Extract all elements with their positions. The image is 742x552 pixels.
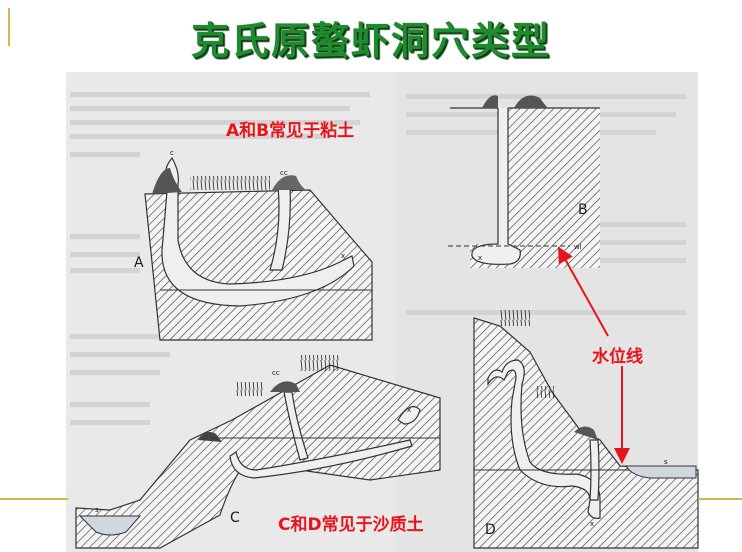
figure-a-soil — [144, 189, 373, 341]
figure-b-burrow — [471, 108, 521, 265]
ghost-text-line — [70, 234, 140, 239]
figure-c-x-label: x — [407, 406, 411, 414]
figure-a: A c cc x — [134, 149, 373, 341]
ghost-text-line — [70, 92, 370, 97]
figure-d-letter: D — [485, 522, 496, 538]
figure-c-stream — [78, 515, 142, 536]
ghost-text-line — [70, 252, 140, 257]
figure-c-cc-label: cc — [272, 369, 280, 377]
figure-c-grass — [300, 355, 340, 371]
figure-d-burrow — [487, 359, 601, 519]
footer-rule-right — [698, 498, 742, 500]
figure-c-grass-left — [236, 382, 264, 396]
ghost-text-line — [70, 152, 140, 157]
figure-d-s-label: s — [664, 458, 668, 466]
figure-a-side-tunnel — [269, 185, 291, 271]
figure-b-letter: B — [578, 202, 588, 218]
figure-c-vertical-tunnel — [283, 391, 309, 461]
ghost-text-line — [70, 334, 180, 339]
figure-c-s-label: s — [95, 506, 99, 514]
ghost-text-line — [406, 94, 686, 99]
ghost-text-line — [70, 370, 160, 375]
water-line-arrow-upper — [558, 246, 609, 337]
figure-d-grass-lower — [536, 386, 554, 398]
figure-d-stream — [625, 465, 697, 479]
figure-c: C cc x s — [75, 355, 441, 549]
ghost-text-line — [70, 120, 360, 125]
ghost-text-line — [536, 240, 686, 245]
ghost-text-line — [70, 268, 140, 273]
figure-c-left-mound — [198, 432, 222, 442]
ghost-text-line — [406, 310, 686, 315]
ghost-text-line — [70, 420, 150, 425]
figure-a-grass — [190, 176, 270, 190]
figure-d: D x s — [473, 310, 699, 549]
ghost-text-line — [70, 134, 330, 139]
figure-c-chamber — [397, 406, 421, 425]
figure-b-wl-label: wl — [574, 243, 582, 251]
figure-c-cc-mound — [270, 381, 300, 392]
figure-d-x-label: x — [590, 520, 594, 528]
figure-a-burrow — [161, 156, 355, 307]
figure-a-chimney-mound — [152, 168, 182, 194]
annotation-cd-sandy: C和D常见于沙质土 — [278, 515, 424, 535]
slide-title: 克氏原螯虾洞穴类型 — [190, 18, 551, 63]
figure-a-letter: A — [134, 255, 144, 271]
figure-b: B x wl — [448, 95, 600, 268]
figure-a-cc-label: cc — [280, 169, 288, 177]
ghost-text-line — [536, 222, 686, 227]
ghost-text-line — [70, 402, 150, 407]
figure-b-x-label: x — [478, 254, 482, 262]
ghost-text-line — [536, 258, 686, 263]
ghost-text-line — [70, 106, 350, 111]
figure-c-main-tunnel — [229, 439, 413, 479]
figure-b-chimney-left — [482, 95, 498, 108]
figure-c-letter: C — [230, 510, 240, 526]
title-accent-bar — [8, 8, 10, 46]
figure-a-cc-mound — [272, 175, 306, 190]
figure-d-mound — [574, 426, 598, 440]
figure-a-x-label: x — [341, 252, 345, 260]
footer-rule-left — [0, 498, 68, 500]
annotation-water-line: 水位线 — [592, 347, 643, 367]
annotation-ab-clay: A和B常见于粘土 — [226, 121, 355, 141]
figure-a-c-label: c — [170, 149, 174, 157]
figure-d-grass — [500, 310, 530, 326]
figure-b-chimney-right — [514, 95, 548, 108]
ghost-text-line — [70, 352, 170, 357]
